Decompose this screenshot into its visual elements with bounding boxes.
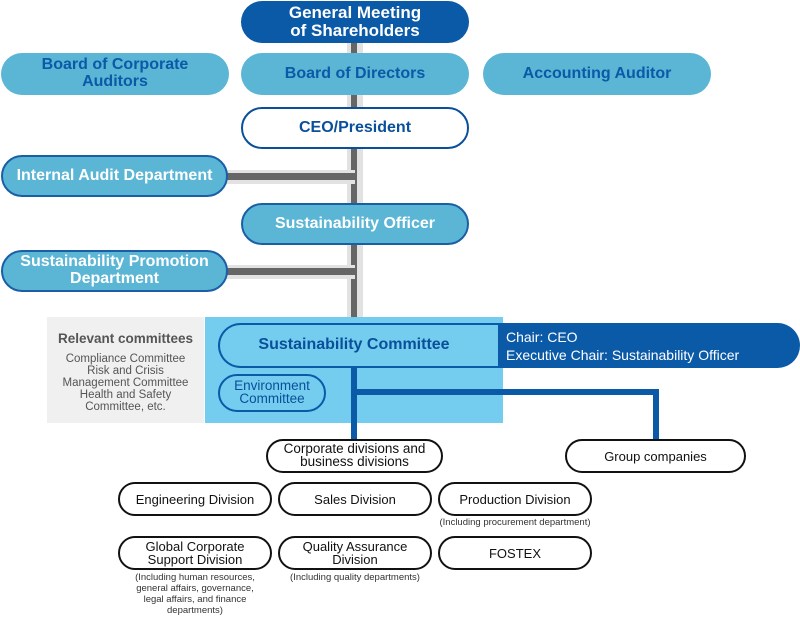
- promotion-connector: [225, 268, 355, 275]
- environment-committee: Environment Committee: [218, 374, 326, 412]
- sales-division: Sales Division: [278, 482, 432, 516]
- group-down-connector: [653, 389, 659, 439]
- production-division: Production Division: [438, 482, 592, 516]
- quality-assurance-division: Quality Assurance Division: [278, 536, 432, 570]
- engineering-division: Engineering Division: [118, 482, 272, 516]
- group-horizontal-connector: [357, 389, 659, 395]
- relevant-committees-list: Compliance Committee Risk and Crisis Man…: [62, 353, 189, 414]
- relevant-committees-title: Relevant committees: [57, 331, 194, 346]
- group-companies: Group companies: [565, 439, 746, 473]
- internal-audit-department: Internal Audit Department: [1, 155, 228, 197]
- executive-chair-text: Executive Chair: Sustainability Officer: [506, 347, 740, 363]
- chair-text: Chair: CEO: [506, 329, 578, 345]
- global-corporate-support-division: Global Corporate Support Division: [118, 536, 272, 570]
- board-of-corporate-auditors: Board of Corporate Auditors: [1, 53, 229, 95]
- sustainability-promotion-department: Sustainability Promotion Department: [1, 250, 228, 292]
- general-meeting-of-shareholders: General Meeting of Shareholders: [241, 1, 469, 43]
- internal-audit-connector: [225, 173, 355, 180]
- quality-assurance-note: (Including quality departments): [290, 572, 420, 583]
- sustainability-officer: Sustainability Officer: [241, 203, 469, 245]
- accounting-auditor: Accounting Auditor: [483, 53, 711, 95]
- corporate-and-business-divisions: Corporate divisions and business divisio…: [266, 439, 443, 473]
- production-division-note: (Including procurement department): [439, 517, 591, 528]
- relevant-committees-panel: Relevant committees Compliance Committee…: [47, 317, 204, 423]
- chair-banner: Chair: CEO Executive Chair: Sustainabili…: [492, 323, 800, 368]
- board-of-directors: Board of Directors: [241, 53, 469, 95]
- committee-down-connector: [351, 368, 357, 440]
- global-corporate-support-note: (Including human resources, general affa…: [135, 572, 255, 616]
- ceo-president: CEO/President: [241, 107, 469, 149]
- sustainability-committee: Sustainability Committee: [218, 323, 498, 368]
- fostex: FOSTEX: [438, 536, 592, 570]
